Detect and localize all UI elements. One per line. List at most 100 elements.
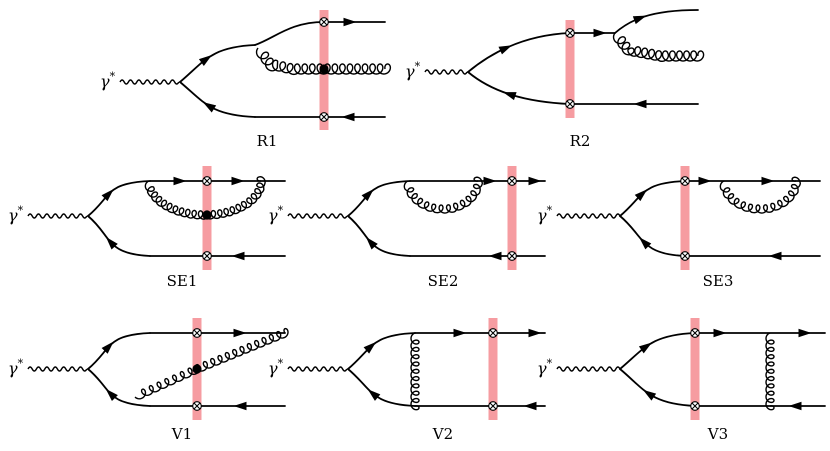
diagram-label: V1 [171,425,192,443]
photon-label-superscript: * [547,357,553,370]
arrowhead [698,176,712,186]
gluon-line [134,363,201,400]
quark-line [619,332,696,370]
cross-vertex [202,251,212,261]
photon-line [556,213,621,219]
quark-line [619,215,686,257]
arrowhead [502,92,517,101]
arrowhead [365,237,378,250]
cross-vertex [192,328,202,338]
gluon-vertex [319,64,329,74]
arrowhead [593,28,607,38]
quark-line [467,71,571,105]
photon-label: γ* [537,204,553,225]
quark-line [347,180,411,217]
diagram-label: V3 [707,425,728,443]
cross-vertex-stroke [193,402,201,410]
cross-vertex [488,401,498,411]
photon-label: γ* [268,204,284,225]
diagram-label: SE3 [703,272,734,290]
arrowhead [105,388,118,402]
cross-vertex-stroke [193,329,201,337]
cross-vertex-stroke [691,329,699,337]
quark-line [87,332,151,370]
cross-vertex [690,401,700,411]
quark-line [614,9,699,34]
gluon-vertex [192,364,202,374]
arrowhead [453,328,467,338]
photon-label: γ* [537,357,553,378]
quark-line [87,368,151,407]
photon-label-superscript: * [18,357,24,370]
cross-vertex-stroke [489,402,497,410]
photon-line [424,69,468,75]
diagram-label: R2 [570,132,591,150]
diagram-label: R1 [257,132,278,150]
arrowhead [483,176,497,186]
cut-band [680,166,690,270]
photon-line [287,366,348,372]
quark-line [347,332,416,370]
cross-vertex [488,328,498,338]
photon-line [556,366,621,372]
arrowhead [633,99,647,109]
arrowhead [761,176,775,186]
cross-vertex [565,28,575,38]
diagram-v1: γ*V1 [8,318,289,443]
cross-vertex-stroke [508,252,516,260]
arrowhead [488,251,502,261]
arrowhead [768,251,782,261]
photon-label-superscript: * [415,60,421,73]
photon-label-superscript: * [18,204,24,217]
photon-label-superscript: * [110,70,116,83]
arrowhead [173,176,187,186]
diagram-r2: γ*R2 [405,9,705,150]
arrowhead [233,328,247,338]
photon-label: γ* [100,70,116,91]
cross-vertex-stroke [691,402,699,410]
diagram-label: SE2 [428,272,459,290]
quark-line [87,180,151,217]
arrowhead [363,341,377,354]
cross-vertex-stroke [681,252,689,260]
arrowhead [361,189,374,202]
arrowhead [639,237,652,250]
quark-line [347,215,411,257]
cross-vertex-stroke [320,18,328,26]
gluon-line [255,47,392,76]
arrowhead [523,401,537,411]
photon-line [27,366,88,372]
cross-vertex [319,17,329,27]
arrowhead [198,54,212,66]
photon-label-superscript: * [547,204,553,217]
diagram-label: SE1 [167,272,198,290]
cross-vertex-stroke [489,329,497,337]
diagram-r1: γ* R1 [100,10,392,150]
photon-label-superscript: * [278,204,284,217]
diagram-v3: γ* V3 [537,318,826,443]
arrowhead [798,328,812,338]
quark-line [347,368,416,407]
arrowhead [788,401,802,411]
gluon-vertex [202,210,212,220]
cut-band [565,20,575,118]
gluon-line [410,332,420,411]
quark-line [87,215,151,257]
cross-vertex-stroke [566,29,574,37]
photon-label: γ* [8,204,24,225]
quark-line [179,81,256,118]
arrowhead [638,342,653,354]
cross-vertex [565,99,575,109]
cut-band [507,166,517,270]
photon-label-superscript: * [278,357,284,370]
quark-line [467,32,571,73]
arrowhead [634,189,648,202]
quark-line [619,180,686,217]
quark-line [179,44,256,83]
arrowhead [528,328,542,338]
diagram-label: V2 [432,425,453,443]
arrowhead [367,389,381,401]
quark-line [254,21,325,46]
arrowhead [231,251,245,261]
